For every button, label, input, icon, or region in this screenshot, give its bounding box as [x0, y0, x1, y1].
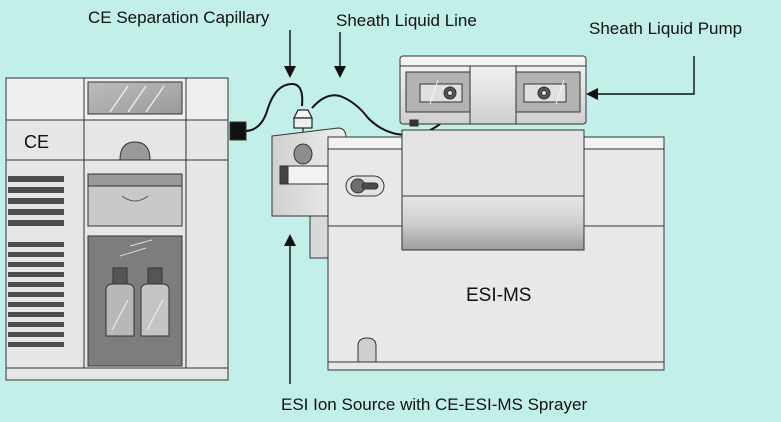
esi-ms-instrument — [327, 129, 665, 371]
ce-instrument — [5, 77, 247, 381]
arrow-capillary — [284, 30, 296, 78]
vial-icon — [140, 267, 170, 337]
arrow-sheath-line — [334, 32, 346, 78]
sheath-line — [311, 94, 447, 136]
label-ce: CE — [24, 132, 50, 152]
label-esi-ion-source: ESI Ion Source with CE-ESI-MS Sprayer — [281, 395, 588, 414]
label-esi-ms: ESI-MS — [466, 285, 532, 306]
vent-slots — [8, 176, 64, 347]
arrow-pump — [586, 56, 695, 100]
sprayer-tee — [293, 109, 313, 134]
label-sheath-liquid-pump: Sheath Liquid Pump — [589, 19, 743, 38]
arrow-esi-source — [284, 234, 296, 384]
vial-icon — [105, 267, 135, 337]
sheath-pump — [399, 55, 587, 127]
label-ce-separation-capillary: CE Separation Capillary — [88, 8, 270, 27]
label-sheath-liquid-line: Sheath Liquid Line — [336, 11, 477, 30]
capillary-line — [245, 82, 304, 132]
knob-icon — [345, 175, 385, 197]
